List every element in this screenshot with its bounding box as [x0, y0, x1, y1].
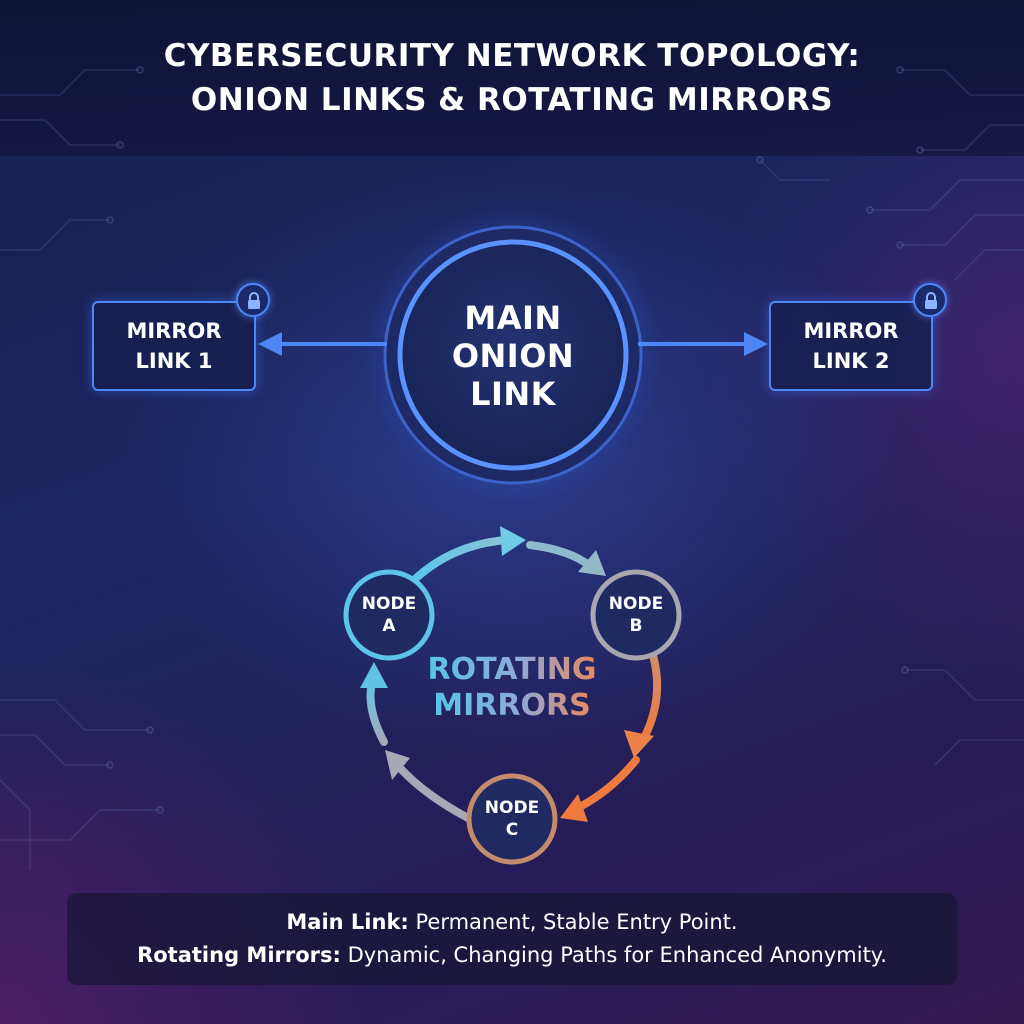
- node-b-line-2: B: [629, 616, 643, 636]
- cycle-arrow-left-to-a: [360, 662, 388, 746]
- arrow-to-mirror-1: [258, 332, 387, 356]
- title-line-2: ONION LINKS & ROTATING MIRRORS: [190, 82, 834, 118]
- main-node-circle: [397, 239, 629, 471]
- mirror-1-line-1: MIRROR: [126, 319, 222, 343]
- arrow-to-mirror-2: [638, 332, 768, 356]
- caption-rotating-term: Rotating Mirrors:: [137, 943, 341, 967]
- lock-icon: [236, 283, 270, 317]
- cycle-arrow-mid-to-c: [560, 756, 640, 822]
- main-node-line-3: LINK: [470, 375, 556, 413]
- caption-main-link-desc: Permanent, Stable Entry Point.: [415, 910, 738, 934]
- main-node-line-1: MAIN: [464, 299, 562, 337]
- node-c-line-1: NODE: [484, 798, 540, 818]
- node-a-circle: [343, 569, 435, 661]
- mirror-2-line-2: LINK 2: [812, 349, 890, 373]
- node-c-circle: [466, 773, 558, 865]
- caption-rotating-desc: Dynamic, Changing Paths for Enhanced Ano…: [347, 943, 887, 967]
- cycle-arrow-c-to-left: [385, 750, 472, 822]
- node-b-label: NODE B: [591, 570, 681, 660]
- caption-line-1: Main Link: Permanent, Stable Entry Point…: [286, 906, 737, 939]
- circuit-nodes-decoration: [106, 66, 924, 814]
- node-b-circle: [590, 569, 682, 661]
- mirror-link-1-box: MIRROR LINK 1: [92, 301, 256, 391]
- page-title: CYBERSECURITY NETWORK TOPOLOGY: ONION LI…: [0, 34, 1024, 122]
- main-node-line-2: ONION: [451, 337, 575, 375]
- mirror-1-line-2: LINK 1: [135, 349, 213, 373]
- circuit-traces-decoration: [0, 69, 1024, 870]
- mirror-2-line-1: MIRROR: [803, 319, 899, 343]
- cycle-arrow-b-to-mid: [624, 648, 662, 758]
- rotating-label-line-1: ROTATING: [427, 652, 597, 687]
- lock-icon: [913, 283, 947, 317]
- node-a-line-2: A: [382, 616, 396, 636]
- title-line-1: CYBERSECURITY NETWORK TOPOLOGY:: [163, 38, 861, 74]
- caption-main-link-term: Main Link:: [286, 910, 409, 934]
- cycle-arrow-a-to-top: [408, 526, 526, 586]
- node-a-line-1: NODE: [361, 594, 417, 614]
- node-b-line-1: NODE: [608, 594, 664, 614]
- mirror-link-2-box: MIRROR LINK 2: [769, 301, 933, 391]
- rotating-label-line-2: MIRRORS: [433, 688, 591, 723]
- caption-line-2: Rotating Mirrors: Dynamic, Changing Path…: [137, 939, 887, 972]
- node-c-label: NODE C: [467, 774, 557, 864]
- cycle-arrow-top-to-b: [526, 541, 606, 576]
- header-band: [0, 0, 1024, 156]
- rotating-mirrors-label: ROTATING MIRRORS: [392, 652, 632, 724]
- main-onion-link-label: MAIN ONION LINK: [398, 273, 628, 439]
- node-c-line-2: C: [505, 820, 519, 840]
- node-a-label: NODE A: [344, 570, 434, 660]
- legend-caption: Main Link: Permanent, Stable Entry Point…: [67, 893, 957, 985]
